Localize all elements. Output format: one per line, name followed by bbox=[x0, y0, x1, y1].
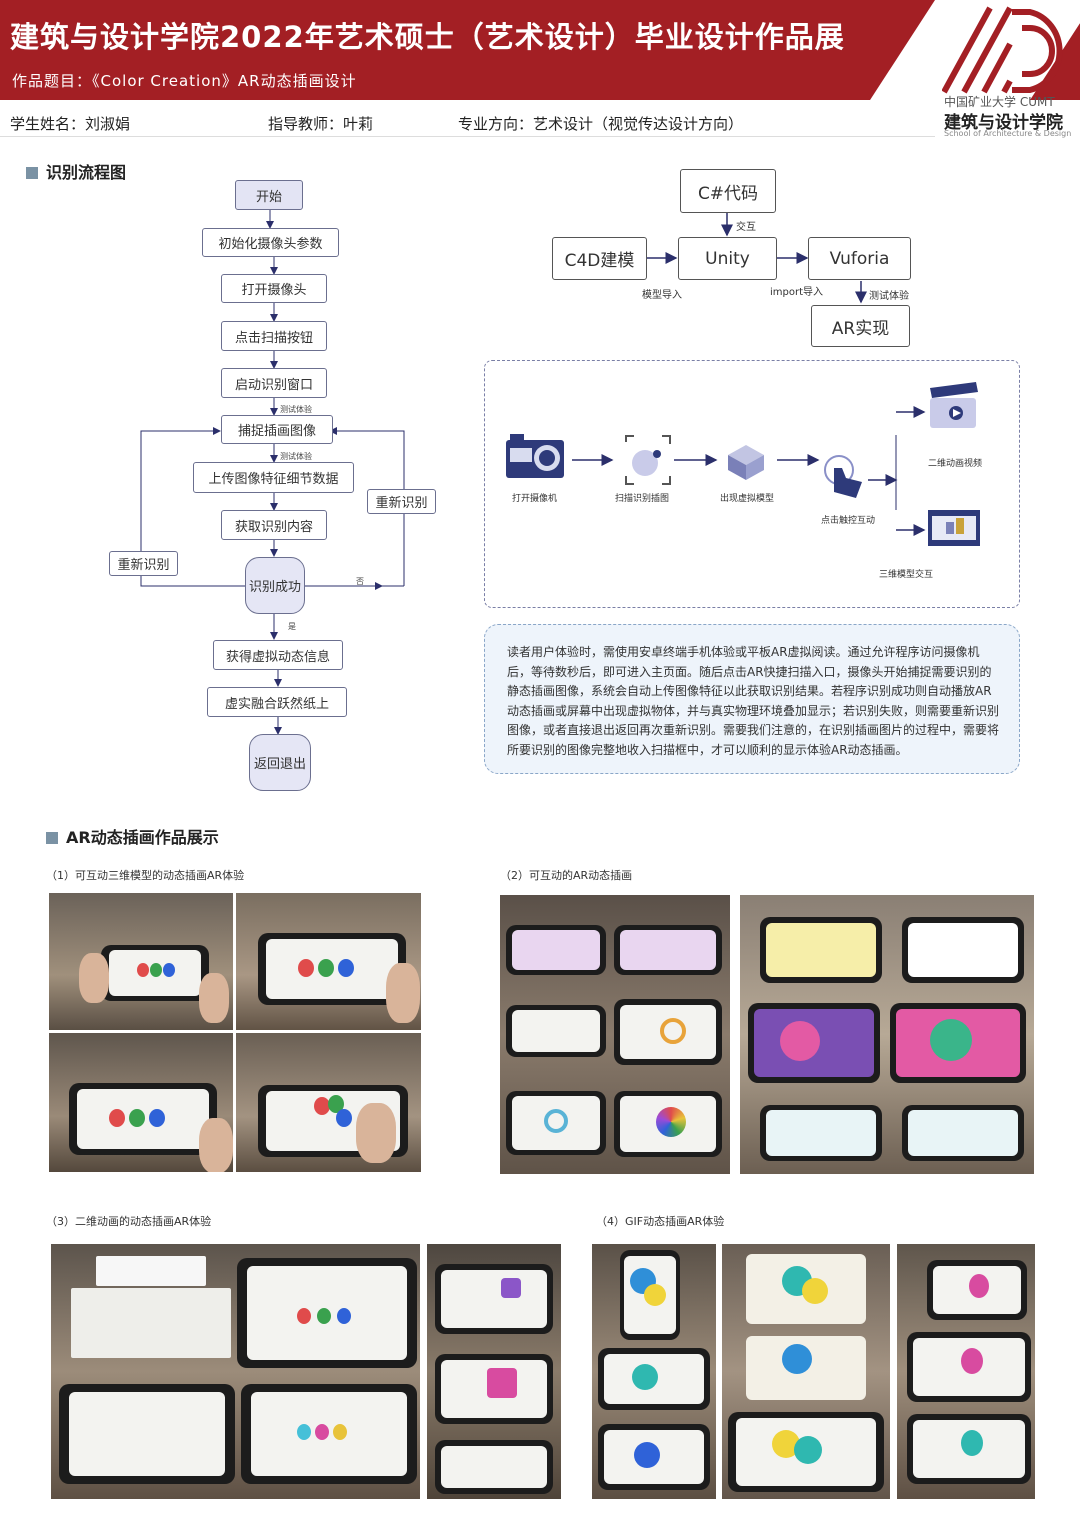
flow-capture-image: 捕捉插画图像 bbox=[221, 415, 333, 444]
photo-3d-1 bbox=[49, 893, 233, 1030]
photo-2d-animation bbox=[51, 1244, 420, 1499]
ar-step-camera: 打开摄像机 bbox=[512, 494, 558, 504]
pipeline-label-test: 测试体验 bbox=[869, 291, 909, 302]
page-title: 建筑与设计学院2022年艺术硕士（艺术设计）毕业设计作品展 bbox=[10, 20, 845, 54]
pipeline-connectors bbox=[647, 213, 867, 304]
flowchart-connectors bbox=[140, 210, 405, 735]
pipeline-label-import: import导入 bbox=[770, 287, 824, 298]
flow-get-info: 获得虚拟动态信息 bbox=[213, 640, 343, 670]
ar-step-touch: 点击触控互动 bbox=[821, 516, 876, 526]
ar-step-video: 二维动画视频 bbox=[928, 459, 983, 469]
advisor-name: 指导教师：叶莉 bbox=[268, 115, 374, 133]
photo-gif-3 bbox=[897, 1244, 1035, 1499]
pipeline-ar: AR实现 bbox=[811, 305, 910, 347]
hexagon-model-icon bbox=[728, 445, 764, 480]
flow-upload-data: 上传图像特征细节数据 bbox=[193, 462, 354, 493]
caption-1: （1）可互动三维模型的动态插画AR体验 bbox=[46, 869, 245, 882]
description-text: 读者用户体验时，需使用安卓终端手机体验或平板AR虚拟阅读。通过允许程序访问摄像机… bbox=[484, 624, 1020, 774]
photo-interactive-grid bbox=[500, 895, 730, 1174]
3d-scene-icon bbox=[928, 510, 980, 546]
flow-exit: 返回退出 bbox=[249, 734, 311, 791]
flow-start-window: 启动识别窗口 bbox=[221, 368, 327, 398]
pipeline-label-model-import: 模型导入 bbox=[642, 290, 682, 301]
photo-3d-3 bbox=[49, 1033, 233, 1172]
caption-3: （3）二维动画的动态插画AR体验 bbox=[46, 1215, 212, 1228]
edge-label-test1: 测试体验 bbox=[280, 405, 312, 414]
ar-experience-panel bbox=[484, 360, 1020, 608]
flow-recognize-success: 识别成功 bbox=[245, 557, 305, 614]
school-en-label: School of Architecture & Design bbox=[944, 129, 1072, 138]
edge-label-yes: 是 bbox=[288, 622, 296, 631]
ar-step-model: 出现虚拟模型 bbox=[720, 494, 775, 504]
pipeline-c4d: C4D建模 bbox=[552, 237, 647, 280]
photo-interactive-cards bbox=[740, 895, 1034, 1174]
edge-label-no: 否 bbox=[356, 577, 364, 586]
photo-gif-1 bbox=[592, 1244, 716, 1499]
ar-step-scan: 扫描识别插图 bbox=[615, 494, 670, 504]
caption-4: （4）GIF动态插画AR体验 bbox=[596, 1215, 725, 1228]
camera-icon bbox=[506, 434, 564, 478]
school-cn-label: 中国矿业大学 CUMT bbox=[944, 95, 1055, 109]
flow-fuse: 虚实融合跃然纸上 bbox=[207, 687, 347, 717]
video-clapper-icon bbox=[930, 382, 978, 428]
flow-init-camera: 初始化摄像头参数 bbox=[202, 228, 339, 257]
caption-2: （2）可互动的AR动态插画 bbox=[500, 869, 633, 882]
pipeline-label-interact: 交互 bbox=[736, 222, 756, 233]
photo-gif-2 bbox=[722, 1244, 890, 1499]
major-direction: 专业方向：艺术设计（视觉传达设计方向） bbox=[458, 115, 744, 133]
header-banner bbox=[0, 0, 1080, 100]
flow-start: 开始 bbox=[235, 180, 303, 210]
flow-retry-left: 重新识别 bbox=[109, 551, 178, 576]
photo-2d-animation-side bbox=[427, 1244, 561, 1499]
scan-icon bbox=[625, 435, 671, 485]
flow-retry-right: 重新识别 bbox=[367, 489, 436, 514]
edge-label-test2: 测试体验 bbox=[280, 452, 312, 461]
student-name: 学生姓名：刘淑娟 bbox=[10, 115, 131, 133]
touch-hand-icon bbox=[824, 455, 862, 498]
pipeline-csharp: C#代码 bbox=[680, 169, 776, 213]
photo-3d-2 bbox=[236, 893, 421, 1030]
photo-3d-4 bbox=[236, 1033, 421, 1172]
ar-step-3d: 三维模型交互 bbox=[879, 570, 934, 580]
divider bbox=[0, 136, 935, 137]
flow-click-scan: 点击扫描按钮 bbox=[221, 321, 327, 351]
ad-logo-icon bbox=[942, 6, 1063, 94]
ar-steps-graphic bbox=[506, 382, 980, 546]
gallery-heading: AR动态插画作品展示 bbox=[46, 824, 219, 848]
work-title: 作品题目：《Color Creation》AR动态插画设计 bbox=[12, 72, 357, 90]
pipeline-unity: Unity bbox=[678, 237, 777, 280]
flow-fetch-content: 获取识别内容 bbox=[221, 510, 327, 540]
flow-open-camera: 打开摄像头 bbox=[221, 274, 327, 303]
flow-section-heading: 识别流程图 bbox=[26, 159, 126, 183]
pipeline-vuforia: Vuforia bbox=[808, 237, 911, 280]
school-name: 建筑与设计学院 bbox=[944, 113, 1063, 133]
